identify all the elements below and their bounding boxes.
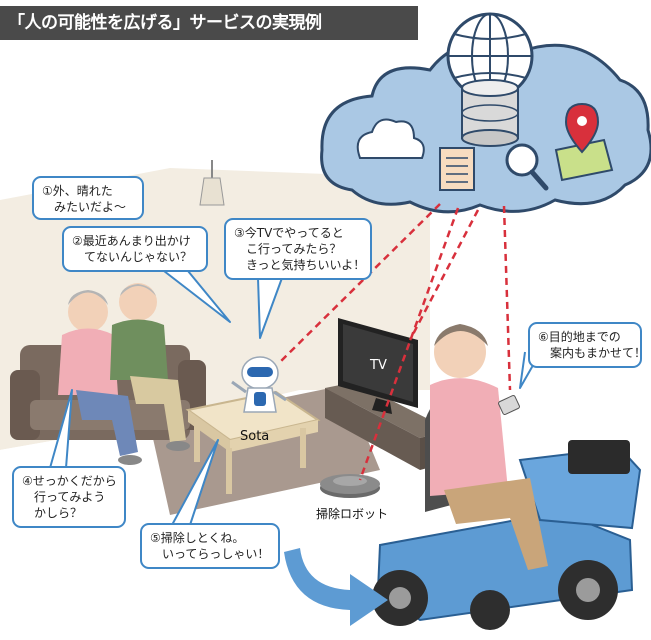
page-title: 「人の可能性を広げる」サービスの実現例	[0, 6, 418, 40]
sota-label: Sota	[240, 429, 270, 444]
speech-bubble-1: ①外、晴れた みたいだよ～	[32, 176, 144, 220]
bubble-text-line: こ行ってみたら？	[246, 242, 342, 256]
sota-robot-icon	[231, 356, 287, 413]
robot-vacuum-label: 掃除ロボット	[316, 507, 389, 521]
bubble-text-line: 行ってみよう	[34, 490, 106, 504]
speech-bubble-4: ④せっかくだから 行ってみよう かしら？	[12, 466, 126, 528]
cloud-storage-icon	[356, 118, 425, 159]
bubble-text-line: 案内もまかせて！	[550, 346, 647, 360]
bubble-text-line: ①外、晴れた	[42, 184, 113, 198]
connection-lines	[277, 203, 512, 481]
magnifier-icon	[505, 143, 549, 191]
bubble-tails	[49, 270, 541, 526]
arrow-right-icon	[284, 548, 388, 626]
bubble-text-line: いってらっしゃい！	[162, 547, 270, 561]
database-icon	[461, 79, 519, 147]
bubble-text-line: てないんじゃない？	[84, 250, 193, 264]
tv-set-icon	[338, 318, 418, 414]
bubble-text-line: みたいだよ～	[54, 200, 127, 214]
map-pin-icon	[554, 102, 614, 182]
bubble-text-line: ⑤掃除しとくね。	[150, 531, 245, 545]
bubble-text-line: ④せっかくだから	[22, 474, 117, 488]
woman-on-scooter-figure	[430, 324, 548, 570]
document-icon	[439, 147, 475, 191]
elderly-man-figure	[110, 283, 190, 451]
bubble-text-line: ⑥目的地までの	[538, 330, 621, 344]
robot-vacuum-icon	[320, 474, 380, 498]
coffee-table	[185, 390, 321, 494]
globe-icon	[446, 12, 534, 100]
speech-bubble-5: ⑤掃除しとくね。 いってらっしゃい！	[140, 523, 280, 569]
speech-bubble-6: ⑥目的地までの 案内もまかせて！	[528, 322, 647, 368]
speech-bubble-2: ②最近あんまり出かけ てないんじゃない？	[62, 226, 208, 272]
ceiling-lamp-icon	[199, 160, 225, 206]
bubble-text-line: ②最近あんまり出かけ	[72, 234, 191, 248]
bubble-text-line: きっと気持ちいいよ！	[246, 258, 366, 272]
elderly-woman-figure	[58, 290, 142, 465]
speech-bubble-3: ③今TVでやってると こ行ってみたら？ きっと気持ちいいよ！	[224, 218, 372, 280]
bubble-text-line: かしら？	[34, 506, 83, 520]
tv-label: TV	[370, 358, 387, 373]
bubble-text-line: ③今TVでやってると	[234, 226, 344, 240]
